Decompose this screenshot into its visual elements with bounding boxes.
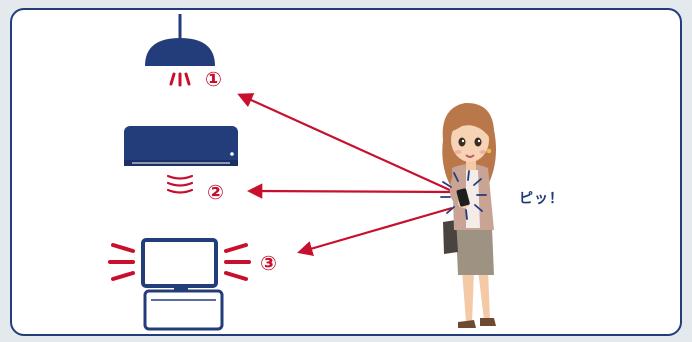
air-conditioner-icon	[124, 126, 238, 194]
television-icon	[108, 238, 251, 331]
label-aircon: ②	[207, 180, 224, 204]
woman-with-remote-figure	[440, 102, 496, 328]
ceiling-light-icon	[145, 14, 215, 87]
beep-speech: ピッ！	[519, 191, 564, 207]
arrow-to-light	[237, 93, 453, 193]
label-tv: ③	[260, 251, 277, 275]
signal-arrows	[237, 93, 453, 256]
arrow-to-aircon	[246, 183, 453, 199]
label-light: ①	[205, 67, 222, 91]
arrow-to-tv	[297, 206, 453, 256]
illustration-panel	[10, 8, 682, 336]
remote-sparkle-icon	[440, 170, 487, 220]
